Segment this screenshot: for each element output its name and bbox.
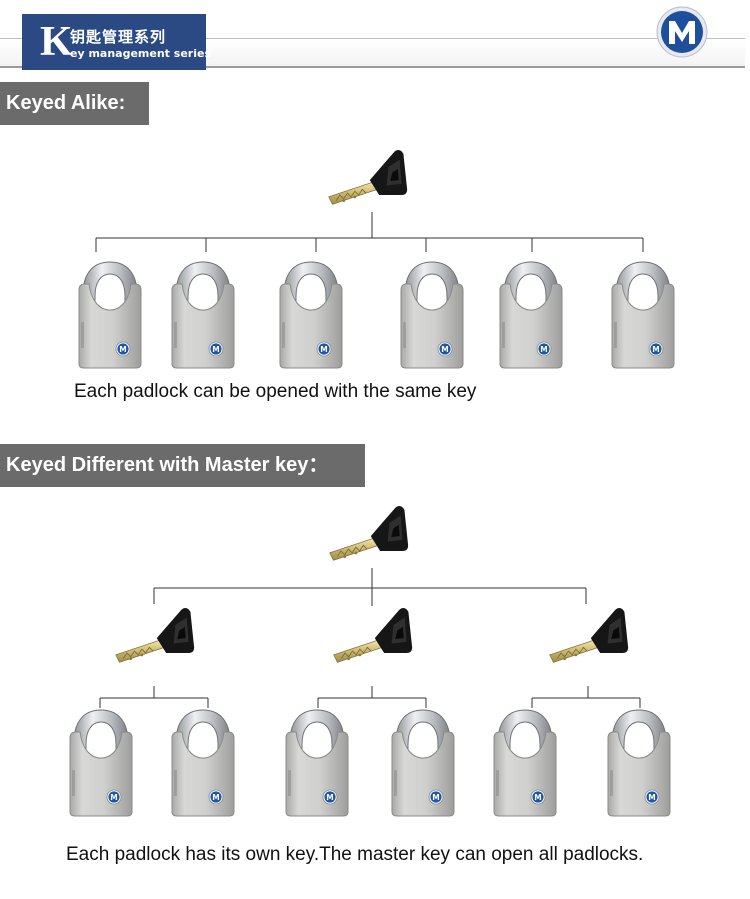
padlock-icon [279,261,343,369]
series-badge-letter: K [40,19,73,65]
master-key-icon [328,149,408,205]
section-title-keyed-different: Keyed Different with Master key： [0,444,365,487]
key-icon [333,607,413,663]
series-badge-chinese: 钥匙管理系列 [70,28,167,46]
series-badge: K 钥匙管理系列 ey management series [22,14,211,70]
padlock-icon [499,261,563,369]
padlock-icon [171,709,235,817]
padlock-icon [391,709,455,817]
key-icon [549,607,629,663]
key-icon [115,607,195,663]
section-title-keyed-alike: Keyed Alike: [0,82,149,125]
padlock-icon [611,261,675,369]
padlock-icon [171,261,235,369]
padlock-icon [493,709,557,817]
padlock-icon [69,709,133,817]
padlock-icon [607,709,671,817]
caption-keyed-different: Each padlock has its own key.The master … [66,844,644,865]
padlock-icon [285,709,349,817]
caption-keyed-alike: Each padlock can be opened with the same… [74,381,477,402]
padlock-icon [400,261,464,369]
series-badge-english: ey management series [70,47,211,60]
padlock-icon [78,261,142,369]
master-key-icon [329,505,409,561]
